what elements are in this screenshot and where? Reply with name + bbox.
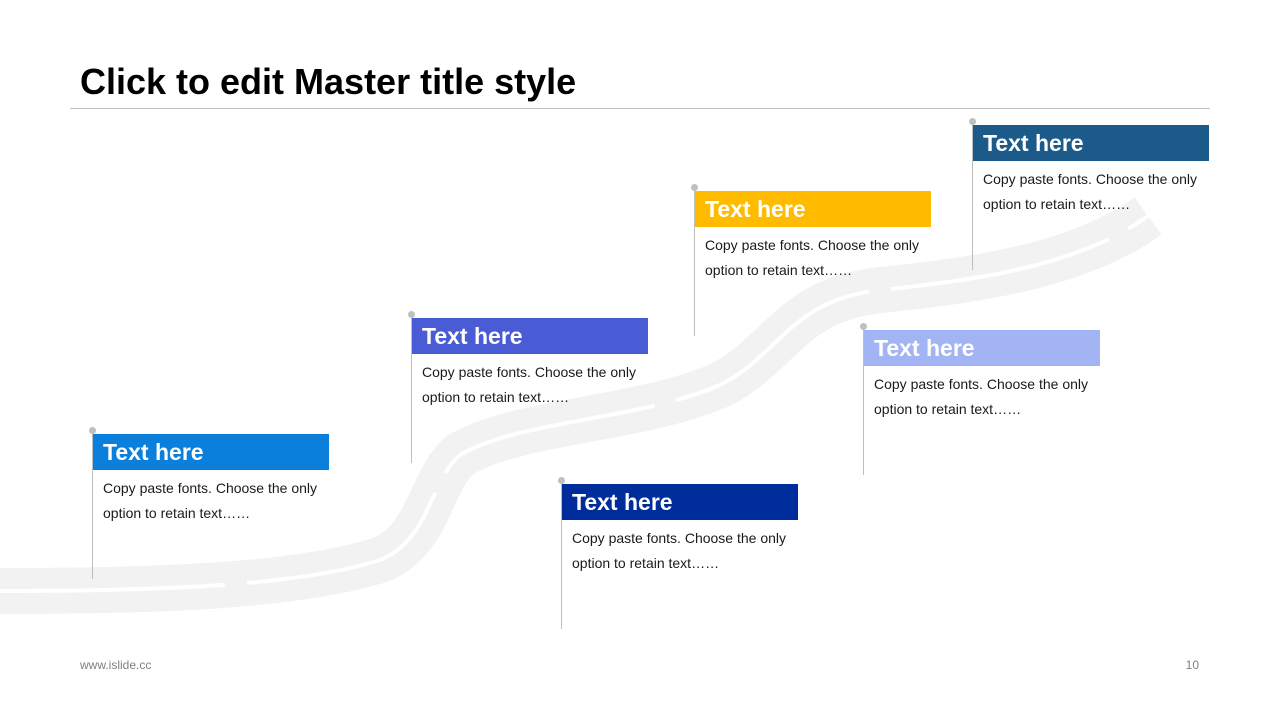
milestone-heading[interactable]: Text here: [973, 125, 1209, 161]
slide-title[interactable]: Click to edit Master title style: [80, 61, 577, 102]
milestone-heading[interactable]: Text here: [695, 191, 931, 227]
milestone-text[interactable]: Copy paste fonts. Choose the only option…: [874, 376, 1089, 417]
milestone-dot: [558, 477, 565, 484]
milestone-heading[interactable]: Text here: [864, 330, 1100, 366]
milestone-text[interactable]: Copy paste fonts. Choose the only option…: [422, 364, 637, 405]
milestone-pin: [561, 481, 562, 629]
milestone-pin: [92, 431, 93, 579]
milestone-dot: [860, 323, 867, 330]
milestone-text[interactable]: Copy paste fonts. Choose the only option…: [705, 237, 920, 278]
milestone-text[interactable]: Copy paste fonts. Choose the only option…: [103, 480, 318, 521]
milestone-heading[interactable]: Text here: [412, 318, 648, 354]
milestone-heading[interactable]: Text here: [562, 484, 798, 520]
milestone-dot: [691, 184, 698, 191]
milestone-pin: [411, 315, 412, 463]
milestone-text[interactable]: Copy paste fonts. Choose the only option…: [983, 171, 1198, 212]
milestone-dot: [89, 427, 96, 434]
milestone-dot: [969, 118, 976, 125]
road-center-line: [0, 214, 1150, 593]
milestone-pin: [694, 188, 695, 336]
milestone-heading[interactable]: Text here: [93, 434, 329, 470]
milestone-dot: [408, 311, 415, 318]
milestone-pin: [972, 122, 973, 270]
milestone-text[interactable]: Copy paste fonts. Choose the only option…: [572, 530, 787, 571]
page-number: 10: [1185, 658, 1199, 672]
footer-url: www.islide.cc: [80, 658, 152, 672]
milestone-pin: [863, 327, 864, 475]
title-divider: [70, 108, 1210, 109]
